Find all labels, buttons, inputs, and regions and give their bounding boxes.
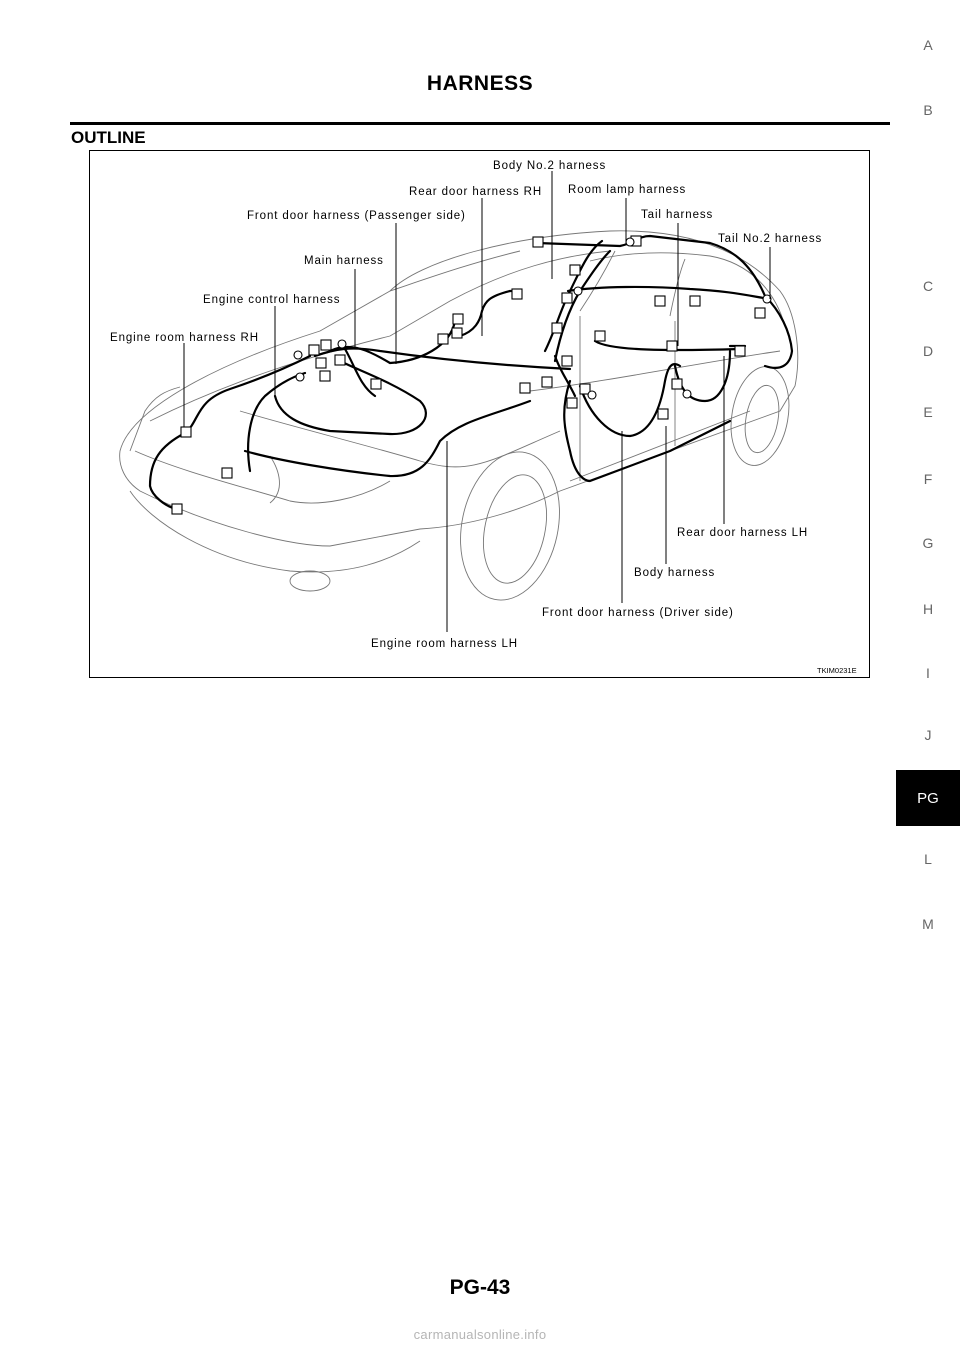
label-engine-control-harness: Engine control harness — [203, 294, 340, 306]
index-tab-a[interactable]: A — [923, 37, 933, 53]
label-front-door-harness-driver: Front door harness (Driver side) — [542, 607, 734, 619]
index-tab-h[interactable]: H — [922, 601, 934, 617]
section-title: OUTLINE — [71, 128, 146, 147]
index-tab-g[interactable]: G — [922, 535, 934, 551]
label-engine-room-harness-lh: Engine room harness LH — [371, 638, 518, 650]
index-tab-m[interactable]: M — [922, 916, 934, 932]
harness-routes — [148, 234, 794, 511]
index-tab-j[interactable]: J — [924, 727, 932, 743]
connectors — [171, 235, 772, 515]
figure-code: TKIM0231E — [817, 666, 857, 675]
harness-labels: Body No.2 harness Rear door harness RH R… — [110, 160, 857, 675]
page-number: PG-43 — [449, 1276, 511, 1299]
header-divider — [70, 122, 890, 125]
index-tab-l[interactable]: L — [924, 851, 932, 867]
label-rear-door-harness-lh: Rear door harness LH — [677, 527, 808, 539]
vehicle-body-outline — [119, 230, 799, 601]
index-tab-f[interactable]: F — [923, 471, 933, 487]
watermark-text: carmanualsonline.info — [413, 1327, 547, 1342]
label-engine-room-harness-rh: Engine room harness RH — [110, 332, 259, 344]
label-main-harness: Main harness — [304, 255, 384, 267]
index-tab-b[interactable]: B — [923, 102, 933, 118]
harness-layout-figure: Body No.2 harness Rear door harness RH R… — [89, 150, 870, 678]
section-index-tabs: A B C D E F G H I J PG L M — [896, 0, 960, 1358]
label-rear-door-harness-rh: Rear door harness RH — [409, 186, 542, 198]
label-body-no2-harness: Body No.2 harness — [493, 160, 606, 172]
label-body-harness: Body harness — [634, 567, 715, 579]
index-tab-i[interactable]: I — [926, 665, 930, 681]
label-tail-harness: Tail harness — [641, 209, 713, 221]
label-front-door-harness-passenger: Front door harness (Passenger side) — [247, 210, 466, 222]
vehicle-harness-illustration: Body No.2 harness Rear door harness RH R… — [110, 160, 857, 675]
index-tab-e[interactable]: E — [923, 404, 933, 420]
label-leader-lines — [183, 171, 771, 632]
page-header-title: HARNESS — [426, 72, 534, 95]
label-room-lamp-harness: Room lamp harness — [568, 184, 686, 196]
label-tail-no2-harness: Tail No.2 harness — [718, 233, 822, 245]
index-tab-pg-active[interactable]: PG — [896, 770, 960, 826]
index-tab-c[interactable]: C — [922, 278, 934, 294]
index-tab-d[interactable]: D — [922, 343, 934, 359]
